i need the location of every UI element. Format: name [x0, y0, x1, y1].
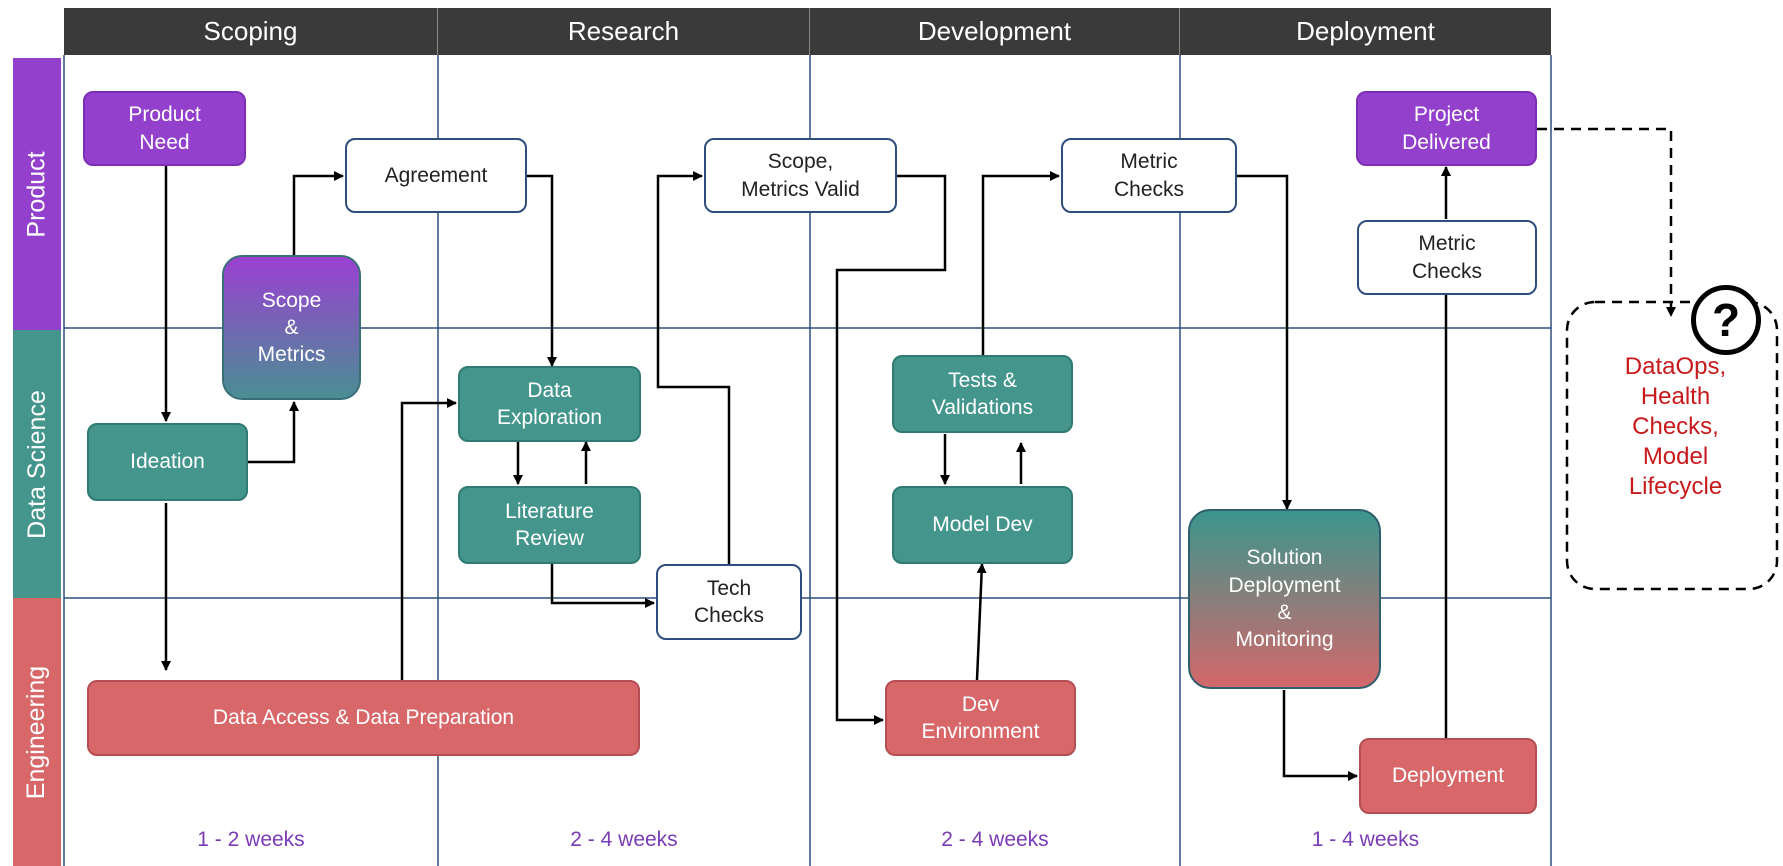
duration-research: 2 - 4 weeks [570, 828, 678, 851]
node-tests-validations: Tests & Validations [892, 355, 1073, 433]
arrow-scope-to-agreement [292, 171, 344, 255]
node-model-dev: Model Dev [892, 486, 1073, 564]
dashed-arrow-to-future [1537, 127, 1676, 317]
node-deployment: Deployment [1359, 738, 1537, 814]
node-literature-review: Literature Review [458, 486, 641, 564]
phase-header-development: Development [810, 8, 1180, 55]
arrow-solution-to-deployment [1282, 690, 1358, 781]
node-solution-deployment: Solution Deployment & Monitoring [1188, 509, 1381, 689]
arrow-tests-to-metric-checks [981, 171, 1060, 355]
arrow-metric-checks-to-solution [1237, 174, 1292, 510]
node-ideation: Ideation [87, 423, 248, 501]
future-path [1537, 127, 1779, 591]
arrow-agreement-to-exploration [527, 174, 557, 367]
future-note: DataOps, Health Checks, Model Lifecycle [1624, 353, 1727, 500]
question-mark-icon: ? [1691, 285, 1761, 355]
node-project-delivered: Project Delivered [1356, 91, 1537, 166]
arrow-data-access-to-exploration [400, 398, 457, 680]
node-data-access-preparation: Data Access & Data Preparation [87, 680, 640, 756]
node-tech-checks: Tech Checks [656, 564, 802, 640]
arrow-techchecks-to-scope-valid [656, 171, 731, 564]
phase-header-deployment: Deployment [1180, 8, 1551, 55]
arrow-dev-env-to-model-dev [975, 563, 987, 681]
lane-label-engineering: Engineering [13, 598, 61, 866]
node-scope-metrics: Scope & Metrics [222, 255, 361, 400]
future-box [1565, 300, 1779, 591]
node-scope-metrics-valid: Scope, Metrics Valid [704, 138, 897, 213]
arrow-literature-to-techchecks [550, 564, 655, 608]
node-metric-checks-development: Metric Checks [1061, 138, 1237, 213]
duration-deployment: 1 - 4 weeks [1311, 828, 1420, 851]
node-metric-checks-deployment: Metric Checks [1357, 220, 1537, 295]
node-dev-environment: Dev Environment [885, 680, 1076, 756]
flow-arrows [161, 155, 1451, 781]
phase-header-scoping: Scoping [64, 8, 438, 55]
lane-label-product: Product [13, 58, 61, 330]
arrow-scope-valid-to-dev-env [835, 174, 947, 725]
node-agreement: Agreement [345, 138, 527, 213]
phase-header-research: Research [438, 8, 810, 55]
arrow-ideation-to-scope [248, 401, 299, 464]
node-data-exploration: Data Exploration [458, 366, 641, 442]
duration-development: 2 - 4 weeks [941, 828, 1049, 851]
node-product-need: Product Need [83, 91, 246, 166]
lane-label-data-science: Data Science [13, 330, 61, 598]
duration-scoping: 1 - 2 weeks [197, 828, 305, 851]
